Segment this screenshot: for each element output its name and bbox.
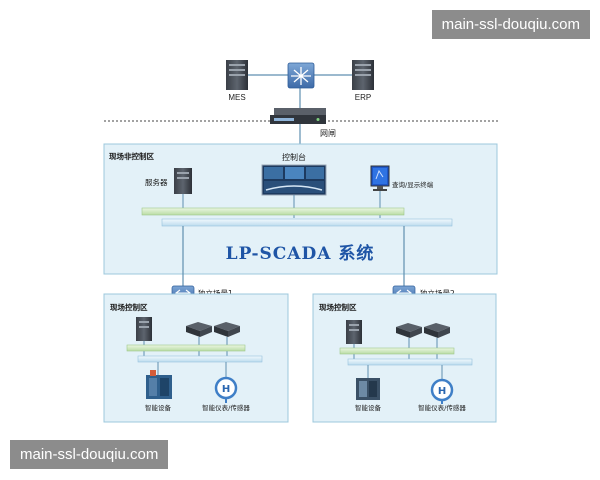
terminal-label: 查询/显示终端 xyxy=(392,180,434,189)
left-bus-blue xyxy=(137,355,263,363)
left-router-icon-2 xyxy=(214,322,240,337)
system-title: LP-SCADA 系统 xyxy=(226,243,375,264)
upper-server-icon xyxy=(174,168,192,194)
right-smart-device-icon xyxy=(356,378,380,400)
watermark-top-right: main-ssl-douqiu.com xyxy=(431,10,590,39)
left-sensor-icon: H xyxy=(214,376,238,403)
right-zone-panel xyxy=(312,293,497,423)
gateway-appliance-icon xyxy=(270,108,326,124)
console-label: 控制台 xyxy=(282,152,306,162)
left-server-icon xyxy=(136,317,152,341)
right-sensor-icon: H xyxy=(430,378,454,404)
left-bus-green xyxy=(126,344,246,352)
gateway-label: 网闸 xyxy=(320,129,336,138)
right-sensor-symbol: H xyxy=(438,386,446,397)
core-switch-icon xyxy=(287,62,315,89)
terminal-monitor-icon xyxy=(370,165,390,191)
right-server-icon xyxy=(346,320,362,344)
watermark-bottom-left: main-ssl-douqiu.com xyxy=(10,440,169,469)
console-monitor-wall-icon xyxy=(261,164,327,196)
right-router-icon-1 xyxy=(396,323,422,338)
upper-bus-blue xyxy=(161,218,453,227)
right-device-label: 智能设备 xyxy=(355,403,382,412)
left-sensor-label: 智能仪表/传感器 xyxy=(202,403,250,412)
right-zone-title: 现场控制区 xyxy=(319,302,357,312)
erp-label: ERP xyxy=(355,93,371,102)
left-router-icon-1 xyxy=(186,322,212,337)
right-switch-label: 独立场景2 xyxy=(420,288,455,298)
left-device-label: 智能设备 xyxy=(145,403,172,412)
right-bus-green xyxy=(339,347,455,355)
right-bus-blue xyxy=(347,358,473,366)
upper-bus-green xyxy=(141,207,405,216)
left-smart-device-icon xyxy=(146,370,172,399)
right-sensor-label: 智能仪表/传感器 xyxy=(418,403,466,412)
left-switch-label: 独立场景1 xyxy=(198,288,233,298)
erp-server-icon xyxy=(352,60,374,90)
upper-server-label: 服务器 xyxy=(145,177,168,187)
left-sensor-symbol: H xyxy=(222,384,230,395)
right-router-icon-2 xyxy=(424,323,450,338)
left-zone-title: 现场控制区 xyxy=(110,302,148,312)
mes-label: MES xyxy=(228,93,245,102)
connector-mes-hub xyxy=(248,74,352,110)
upper-zone-title: 现场非控制区 xyxy=(109,151,154,161)
mes-server-icon xyxy=(226,60,248,90)
